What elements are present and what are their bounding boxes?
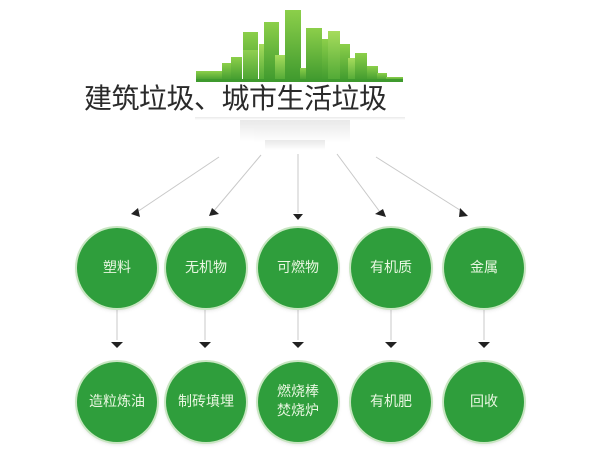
output-node-fuel-rod-incinerator: 燃烧棒 焚烧炉 [258, 362, 338, 442]
output-node-brick-landfill: 制砖填埋 [166, 362, 246, 442]
category-node-plastic: 塑料 [77, 228, 157, 308]
arrow-head-icon [478, 342, 490, 348]
arrow-head-icon [199, 342, 211, 348]
node-label: 有机肥 [370, 393, 412, 410]
category-node-combustible: 可燃物 [258, 228, 338, 308]
output-node-recycle: 回收 [444, 362, 524, 442]
node-label: 金属 [470, 259, 498, 276]
arrow-head-icon [292, 342, 304, 348]
node-label: 可燃物 [277, 259, 319, 276]
category-node-metal: 金属 [444, 228, 524, 308]
arrow-head-icon [375, 209, 386, 217]
diagram-title: 建筑垃圾、城市生活垃圾 [84, 82, 387, 115]
arrow-head-icon [459, 208, 468, 217]
output-node-pelletize-refine-oil: 造粒炼油 [77, 362, 157, 442]
node-label: 制砖填埋 [178, 393, 234, 410]
output-node-organic-fertilizer: 有机肥 [351, 362, 431, 442]
category-node-inorganic: 无机物 [166, 228, 246, 308]
arrow-head-icon [385, 342, 397, 348]
node-label: 无机物 [185, 259, 227, 276]
arrow-head-icon [293, 214, 303, 220]
arrow-head-icon [111, 342, 123, 348]
arrow-head-icon [209, 208, 219, 216]
node-label: 有机质 [370, 259, 412, 276]
node-label: 回收 [470, 393, 498, 410]
category-node-organic: 有机质 [351, 228, 431, 308]
node-label: 塑料 [103, 259, 131, 276]
arrow-head-icon [131, 208, 140, 217]
node-label: 燃烧棒 焚烧炉 [277, 384, 319, 419]
node-label: 造粒炼油 [89, 393, 145, 410]
